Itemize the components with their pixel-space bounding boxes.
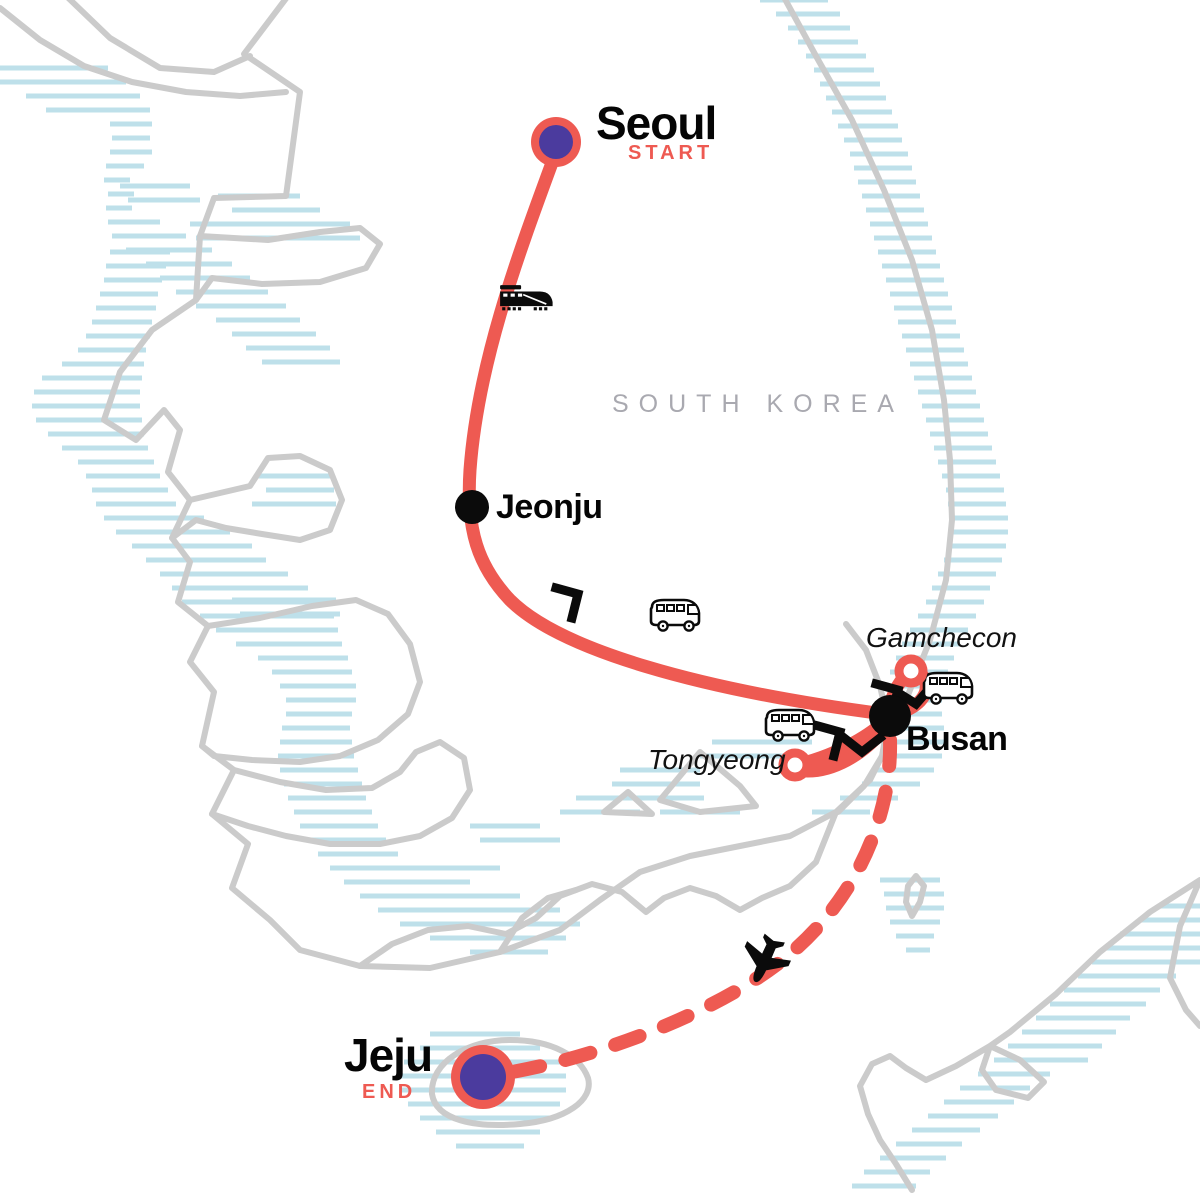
- coastline-small-island-1: [657, 749, 759, 815]
- coastline-south-inlet-2: [497, 887, 579, 955]
- coastline-south-inlet-1: [357, 809, 839, 969]
- marker-jeonju[interactable]: [455, 490, 489, 524]
- coastline-japan: [857, 877, 1200, 1193]
- bus-icon: [922, 671, 974, 705]
- coastline-north-extra-2: [0, 5, 289, 99]
- chevron-tongyeong-back: [837, 731, 887, 758]
- coastline-west-inlet-4: [209, 739, 473, 847]
- coastline-korea: [101, 0, 955, 971]
- coastline-west-inlet-1: [193, 225, 383, 303]
- marker-jeju[interactable]: [451, 1045, 515, 1109]
- route-seoul-jeonju-busan: [462, 145, 891, 721]
- marker-tongyeong[interactable]: [778, 748, 812, 782]
- chevron-jeonju-busan: [550, 582, 584, 624]
- coastline-jeju: [428, 1037, 592, 1128]
- bus-icon: [649, 598, 701, 632]
- bus-icon: [764, 708, 816, 742]
- train-icon: [500, 285, 553, 311]
- transport-icons: [500, 285, 974, 983]
- chevron-tongyeong-out: [812, 720, 846, 762]
- coastline-west-inlet-2: [169, 453, 345, 543]
- marker-seoul[interactable]: [531, 117, 581, 167]
- coastline-small-island-2: [601, 789, 655, 817]
- coastline-tsushima: [903, 873, 927, 919]
- route-busan-jeju-flight: [493, 733, 898, 1081]
- coastline-north-extra: [66, 0, 253, 75]
- coastline-west-inlet-3: [199, 597, 423, 765]
- marker-gamchecon[interactable]: [894, 654, 928, 688]
- plane-icon: [744, 933, 791, 983]
- marker-busan[interactable]: [869, 695, 911, 737]
- place-markers: [451, 117, 928, 1109]
